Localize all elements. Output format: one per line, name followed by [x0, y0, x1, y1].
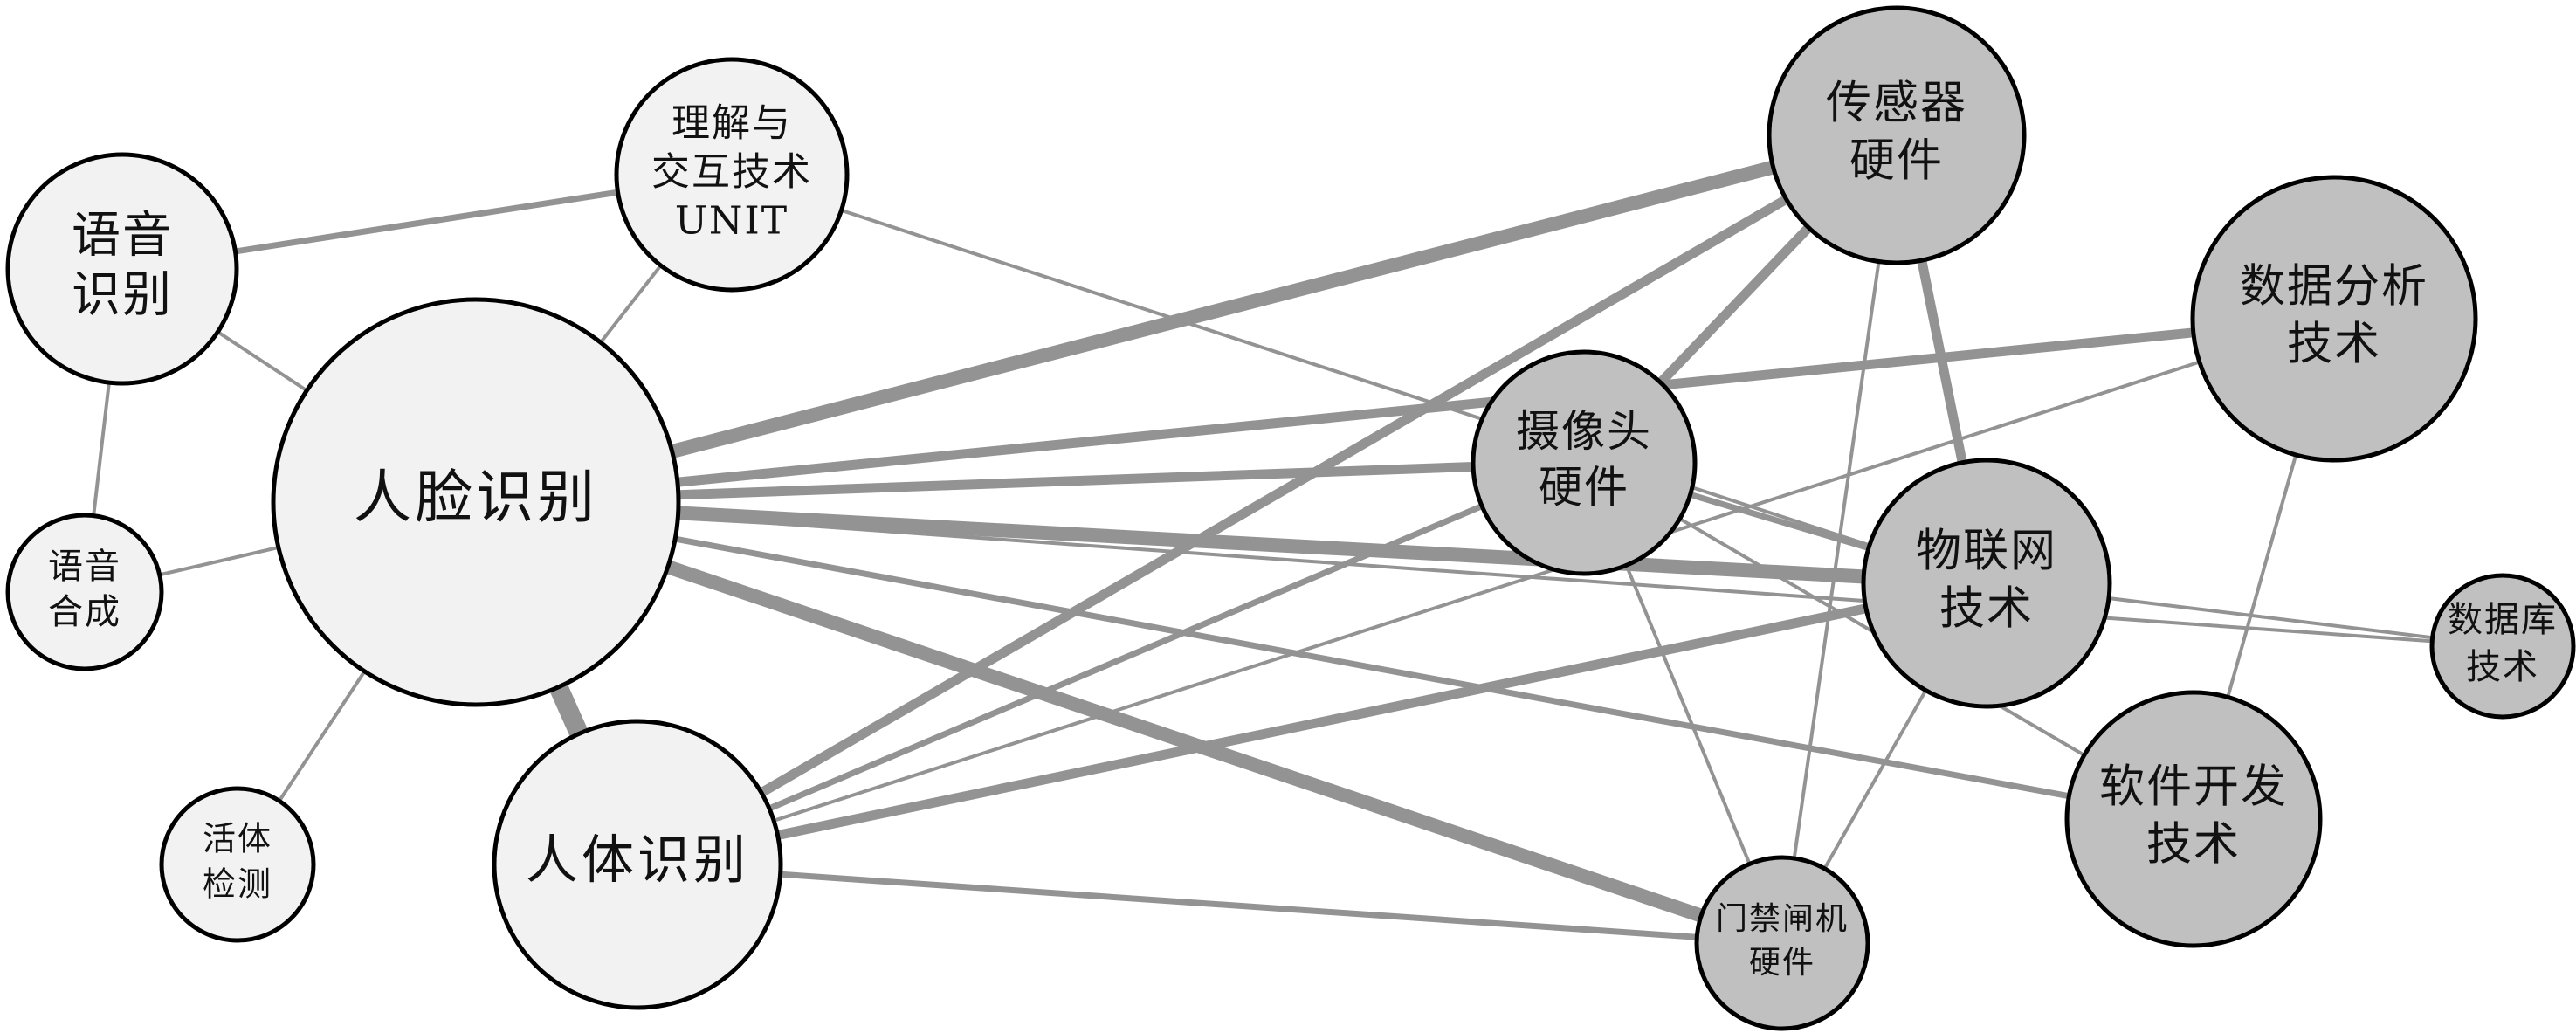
node-circle-data_analysis — [2190, 175, 2478, 463]
node-label-database: 数据库 — [2448, 600, 2558, 640]
edge-body-gate — [634, 861, 1786, 947]
node-label-camera: 摄像头 — [1516, 406, 1652, 457]
node-label-iot: 技术 — [1939, 583, 2034, 636]
node-circle-software — [2064, 690, 2323, 948]
node-circle-iot — [1861, 458, 2112, 709]
node-label-software: 软件开发 — [2099, 761, 2288, 814]
node-circle-body — [492, 719, 783, 1010]
node-label-data_analysis: 技术 — [2287, 319, 2381, 371]
node-body: 人体识别 — [492, 719, 783, 1010]
node-label-liveness: 检测 — [203, 865, 272, 904]
node-circle-database — [2429, 573, 2576, 720]
edge-face-sensor — [469, 128, 1904, 509]
node-label-understanding: UNIT — [675, 199, 789, 244]
node-circle-gate — [1694, 855, 1870, 1031]
edge-face-iot — [469, 495, 1994, 590]
node-label-iot: 物联网 — [1916, 526, 2057, 578]
node-label-speech_rec: 识别 — [72, 267, 173, 324]
node-label-body: 人体识别 — [526, 830, 749, 892]
edge-body-data_analysis — [636, 317, 2336, 866]
node-circle-sensor — [1767, 5, 2027, 265]
node-label-understanding: 交互技术 — [651, 150, 812, 195]
edge-body-iot — [632, 578, 1992, 870]
edge-face-gate — [469, 495, 1789, 950]
node-label-speech_rec: 语音 — [72, 208, 173, 265]
node-label-sensor: 硬件 — [1849, 135, 1944, 188]
node-label-liveness: 活体 — [203, 820, 272, 858]
edge-face-database — [474, 500, 2504, 648]
edge-understanding-iot — [730, 173, 1988, 585]
node-face: 人脸识别 — [271, 297, 681, 707]
node-label-software: 技术 — [2146, 819, 2241, 871]
node-label-understanding: 理解与 — [672, 101, 792, 146]
node-circle-speech_rec — [5, 152, 239, 386]
edge-body-camera — [634, 459, 1588, 868]
node-label-data_analysis: 数据分析 — [2240, 261, 2428, 313]
node-label-speech_syn: 合成 — [48, 592, 121, 632]
node-label-speech_syn: 语音 — [48, 547, 121, 587]
node-circle-camera — [1471, 349, 1698, 576]
node-label-gate: 门禁闸机 — [1716, 901, 1849, 937]
node-label-sensor: 传感器 — [1826, 78, 1967, 130]
node-circle-liveness — [159, 786, 316, 943]
node-circle-speech_syn — [5, 513, 164, 671]
node-layer: 人脸识别语音识别理解与交互技术UNIT语音合成活体检测人体识别传感器硬件数据分析… — [5, 5, 2576, 1031]
node-label-face: 人脸识别 — [354, 464, 598, 531]
node-label-database: 技术 — [2466, 647, 2539, 687]
edge-body-sensor — [632, 130, 1902, 870]
node-label-camera: 硬件 — [1539, 462, 1629, 513]
node-circle-understanding — [614, 57, 850, 293]
edge-face-data_analysis — [471, 313, 2339, 507]
edge-face-software — [472, 499, 2197, 823]
node-label-gate: 硬件 — [1749, 945, 1815, 981]
node-circle-face — [271, 297, 681, 707]
